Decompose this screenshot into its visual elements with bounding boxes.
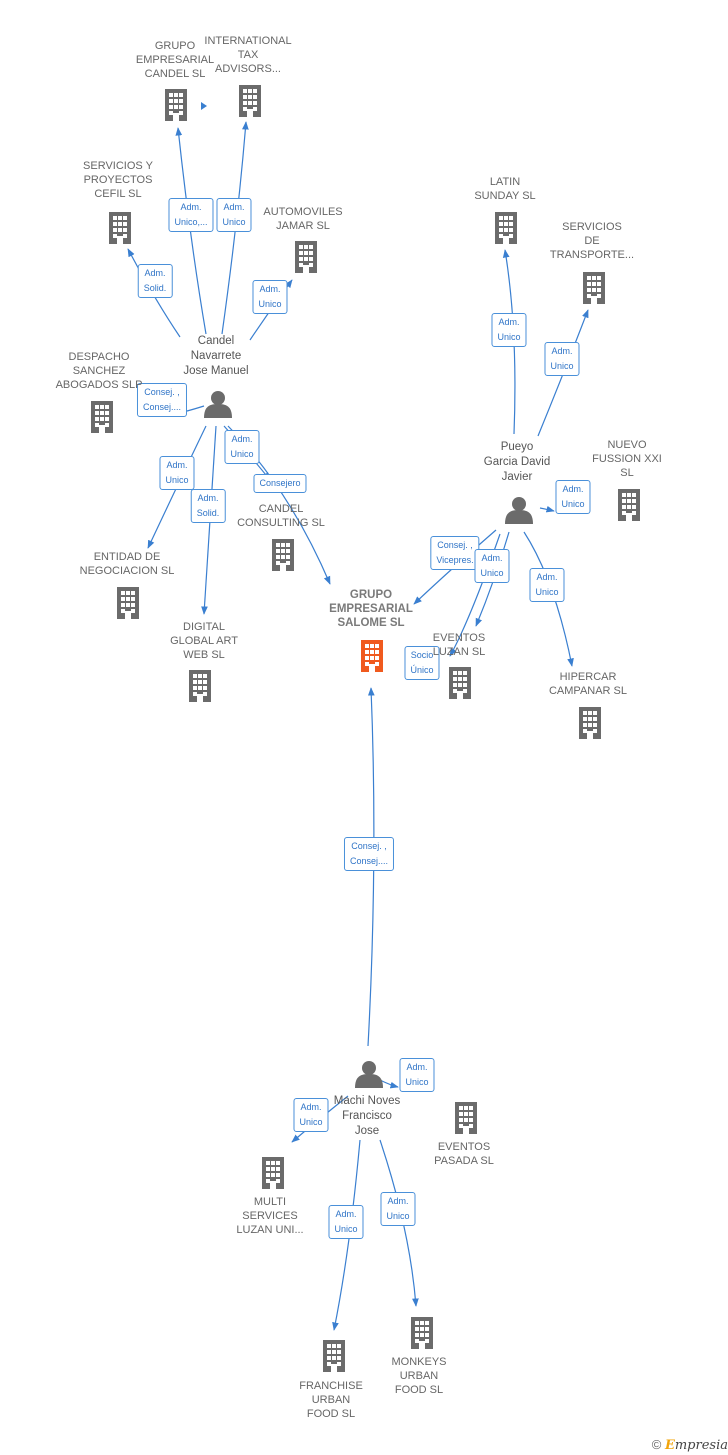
building-icon-monkeys-urban[interactable] bbox=[411, 1317, 433, 1349]
building-icon-servicios-transporte[interactable] bbox=[583, 272, 605, 304]
brand-name: mpresia bbox=[674, 1438, 728, 1453]
building-icon-franchise-urban[interactable] bbox=[323, 1340, 345, 1372]
center-building-window bbox=[375, 656, 379, 660]
arrowhead-icon bbox=[201, 102, 207, 110]
edge-machi-to-franchise-urban bbox=[332, 1139, 361, 1331]
edge-label-candel-despacho-sanchez[interactable]: Consej. ,Consej.... bbox=[136, 383, 188, 417]
copyright-icon: © bbox=[651, 1437, 662, 1452]
building-icon-hipercar[interactable] bbox=[579, 707, 601, 739]
edge-label-pueyo-latin-sunday[interactable]: Adm.Unico bbox=[491, 313, 527, 347]
edge-label-pueyo-servicios-transporte[interactable]: Adm.Unico bbox=[544, 342, 580, 376]
brand-initial: E bbox=[664, 1438, 675, 1453]
edge-label-candel-automoviles-jamar[interactable]: Adm.Unico bbox=[252, 280, 288, 314]
building-icon-servicios-cefil[interactable] bbox=[109, 212, 131, 244]
building-icon-despacho-sanchez[interactable] bbox=[91, 401, 113, 433]
building-icon-eventos-pasada[interactable] bbox=[455, 1102, 477, 1134]
center-building-window bbox=[370, 644, 374, 648]
center-building-window bbox=[375, 650, 379, 654]
edge-candel-to-grupo-candel bbox=[175, 127, 207, 335]
edge-label-candel-servicios-cefil[interactable]: Adm.Solid. bbox=[137, 264, 173, 298]
edge-label-candel-digital-global[interactable]: Adm.Solid. bbox=[190, 489, 226, 523]
edge-label-candel-entidad[interactable]: Adm.Unico bbox=[159, 456, 195, 490]
center-building-door bbox=[369, 664, 375, 672]
edge-machi-to-monkeys-urban bbox=[379, 1139, 419, 1307]
edge-label-machi-center[interactable]: Consej. ,Consej.... bbox=[343, 837, 395, 871]
center-building-window bbox=[375, 644, 379, 648]
center-building-window bbox=[375, 662, 379, 666]
edge-label-candel-international-tax[interactable]: Adm.Unico bbox=[216, 198, 252, 232]
center-building-window bbox=[365, 650, 369, 654]
edge-label-pueyo-center[interactable]: Consej. ,Vicepres. bbox=[430, 536, 480, 570]
edge-label-machi-eventos-pasada[interactable]: Adm.Unico bbox=[399, 1058, 435, 1092]
building-icon-grupo-candel[interactable] bbox=[165, 89, 187, 121]
edge-label-candel-candel-consulting[interactable]: Adm.Unico bbox=[224, 430, 260, 464]
building-icon-entidad[interactable] bbox=[117, 587, 139, 619]
center-building-window bbox=[370, 650, 374, 654]
edge-label-pueyo-nuevo-fussion[interactable]: Adm.Unico bbox=[555, 480, 591, 514]
edge-label-candel-center[interactable]: Consejero bbox=[253, 474, 307, 493]
edge-label-candel-grupo-candel[interactable]: Adm.Unico,... bbox=[168, 198, 214, 232]
building-icon-eventos-luzan[interactable] bbox=[449, 667, 471, 699]
building-icon-automoviles-jamar[interactable] bbox=[295, 241, 317, 273]
building-icon-latin-sunday[interactable] bbox=[495, 212, 517, 244]
person-icon-pueyo[interactable] bbox=[505, 497, 533, 524]
center-building-window bbox=[370, 656, 374, 660]
building-icon-international-tax[interactable] bbox=[239, 85, 261, 117]
footer-brand: © Empresia bbox=[652, 1437, 728, 1453]
edge-label-pueyo-hipercar[interactable]: Adm.Unico bbox=[529, 568, 565, 602]
person-icon-candel[interactable] bbox=[204, 391, 232, 418]
center-building-window bbox=[365, 662, 369, 666]
building-icon-candel-consulting[interactable] bbox=[272, 539, 294, 571]
building-icon-digital-global[interactable] bbox=[189, 670, 211, 702]
edge-label-machi-multi-services[interactable]: Adm.Unico bbox=[293, 1098, 329, 1132]
edge-label-machi-monkeys-urban[interactable]: Adm.Unico bbox=[380, 1192, 416, 1226]
building-icon-multi-services[interactable] bbox=[262, 1157, 284, 1189]
center-building-window bbox=[365, 656, 369, 660]
building-icon-nuevo-fussion[interactable] bbox=[618, 489, 640, 521]
edge-label-machi-franchise-urban[interactable]: Adm.Unico bbox=[328, 1205, 364, 1239]
person-icon-machi[interactable] bbox=[355, 1061, 383, 1088]
center-building-window bbox=[365, 644, 369, 648]
edge-label-pueyo-eventos-luzan[interactable]: Adm.Unico bbox=[474, 549, 510, 583]
edge-pueyo-to-nuevo-fussion bbox=[539, 505, 555, 513]
